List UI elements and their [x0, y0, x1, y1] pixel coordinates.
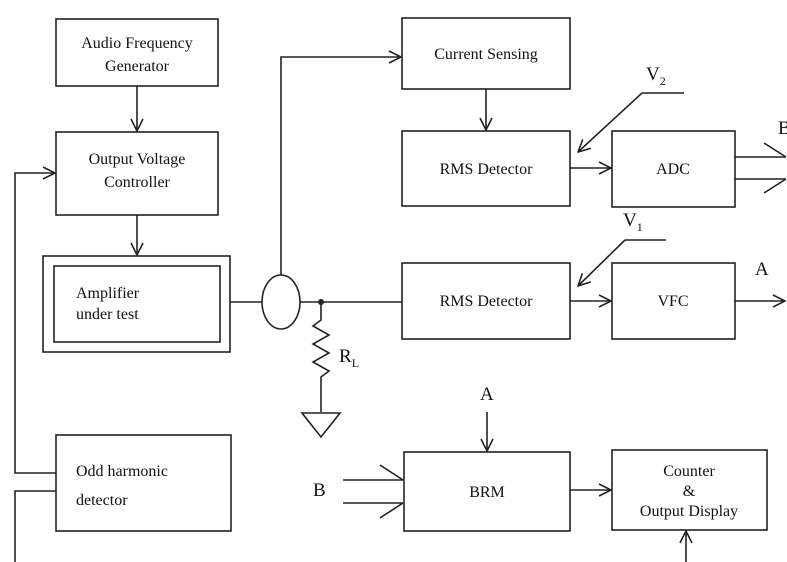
ground-symbol	[300, 412, 342, 439]
amplifier-under-test-block: Amplifier under test	[42, 255, 231, 353]
v2-label-main: V	[646, 64, 660, 85]
rms-detector-bottom-block: RMS Detector	[401, 262, 571, 340]
v2-label-subscript: 2	[660, 74, 666, 88]
counter-label-line2: &	[683, 483, 696, 500]
rl-label: RL	[339, 346, 359, 370]
adc-output-arrowhead-upper	[763, 142, 787, 158]
brm-input-b-arrowhead-lower	[379, 502, 404, 519]
adc-block: ADC	[611, 130, 736, 208]
adc-output-arrowhead-lower	[763, 178, 787, 194]
adc-label: ADC	[656, 161, 690, 178]
counter-label-line3: Output Display	[640, 503, 738, 520]
v1-label-subscript: 1	[637, 220, 643, 234]
v1-pointer-arrow	[578, 239, 626, 286]
v2-label: V2	[646, 64, 666, 88]
rl-label-main: R	[339, 346, 352, 367]
v1-label: V1	[623, 210, 643, 234]
rms-detector-top-label: RMS Detector	[440, 161, 534, 178]
amplifier-label-line1: Amplifier	[76, 285, 140, 302]
odd-harmonic-output-line	[14, 490, 56, 562]
odd-harmonic-label-line2: detector	[76, 492, 128, 509]
counter-output-display-block: Counter & Output Display	[611, 449, 768, 531]
brm-label: BRM	[469, 484, 505, 501]
current-sensor-ellipse	[261, 274, 301, 330]
audio-generator-label-line1: Audio Frequency	[81, 35, 193, 52]
vfc-label: VFC	[657, 293, 688, 310]
current-sensing-label: Current Sensing	[434, 46, 538, 63]
output-voltage-controller-block: Output Voltage Controller	[55, 131, 219, 216]
odd-harmonic-detector-block: Odd harmonic detector	[55, 434, 232, 532]
odd-harmonic-label-line1: Odd harmonic	[76, 463, 168, 480]
feedback-line-odd-harmonic-to-controller	[14, 173, 56, 474]
audio-frequency-generator-block: Audio Frequency Generator	[55, 18, 219, 87]
current-sensing-block: Current Sensing	[401, 17, 571, 90]
v2-pointer-arrow	[578, 92, 643, 152]
rms-detector-bottom-label: RMS Detector	[440, 293, 534, 310]
vfc-output-label: A	[755, 259, 769, 280]
rl-label-subscript: L	[352, 356, 359, 370]
arrow-sensor-to-current-sensing	[280, 57, 401, 275]
adc-output-label: B	[778, 118, 787, 139]
brm-block: BRM	[403, 451, 571, 532]
v1-label-main: V	[623, 210, 637, 231]
counter-label-line1: Counter	[663, 463, 715, 480]
brm-input-b-label: B	[313, 480, 326, 501]
amplifier-label-line2: under test	[76, 306, 139, 323]
audio-generator-label-line2: Generator	[105, 58, 170, 75]
vfc-block: VFC	[611, 262, 736, 340]
rms-detector-top-block: RMS Detector	[401, 130, 571, 207]
brm-input-b-arrowhead-upper	[379, 464, 404, 481]
brm-input-a-label: A	[480, 384, 494, 405]
output-voltage-controller-label-line2: Controller	[104, 174, 170, 191]
load-resistor	[311, 302, 331, 412]
output-voltage-controller-label-line1: Output Voltage	[89, 151, 186, 168]
